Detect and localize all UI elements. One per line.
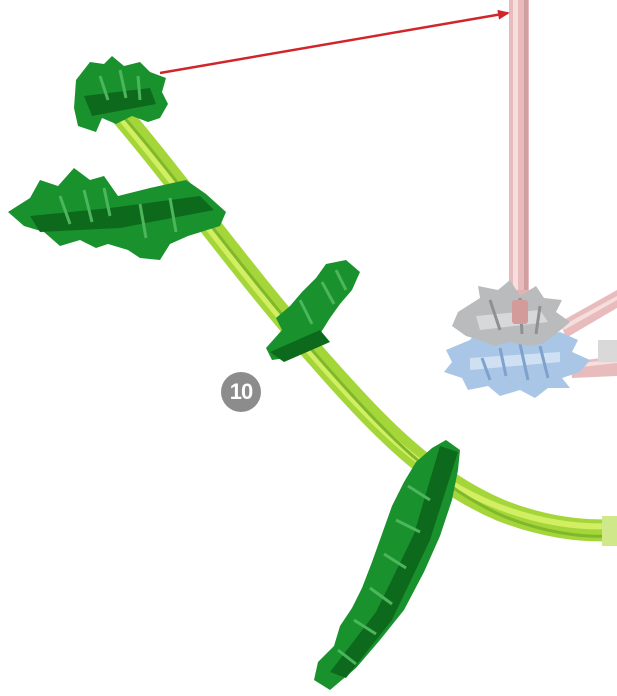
step-number-badge: 10 (221, 372, 261, 412)
pink-rod (506, 0, 532, 318)
green-connector-left (8, 168, 226, 260)
instruction-arrow (160, 13, 508, 73)
gray-snowflake-connector (452, 280, 570, 346)
green-connector-top (74, 56, 168, 132)
green-connector-bottom (314, 440, 460, 690)
